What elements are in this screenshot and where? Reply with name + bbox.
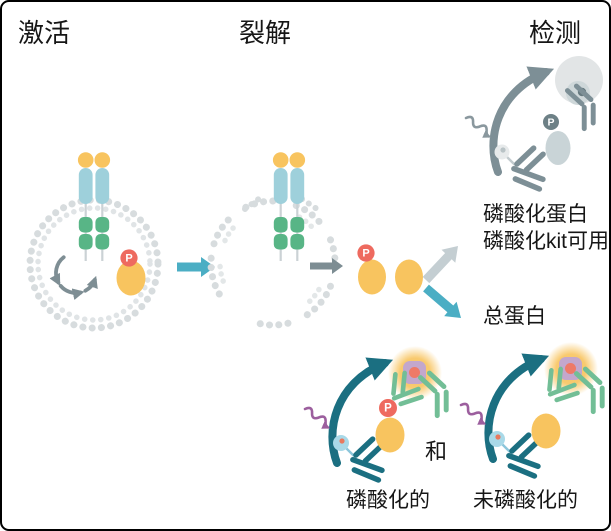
squiggle-arrow-icon xyxy=(303,406,331,429)
label-total-protein: 总蛋白 xyxy=(483,305,546,328)
signaling-cycle-arrows xyxy=(49,255,98,300)
detection-scene-colorP: P xyxy=(303,346,449,483)
p-badge-label: P xyxy=(125,253,132,265)
membrane-fragment xyxy=(207,253,223,298)
squiggle-arrow-icon xyxy=(459,402,487,425)
protein-oval-icon xyxy=(531,413,561,449)
membrane-fragment xyxy=(222,220,241,244)
activated-cell: P xyxy=(26,152,162,332)
header-lysis: 裂解 xyxy=(239,18,292,48)
membrane-fragment xyxy=(242,197,286,211)
cell-membrane-ring xyxy=(26,196,162,332)
squiggle-arrow-icon xyxy=(464,115,492,138)
protein-oval-icon xyxy=(116,260,146,296)
target-cell-icon xyxy=(555,56,603,105)
membrane-fragment xyxy=(327,236,339,278)
antibody-icon xyxy=(547,366,580,403)
curved-arrow-icon xyxy=(489,66,555,176)
protein-oval-icon xyxy=(545,131,571,165)
label-phosphorylated: 磷酸化的 xyxy=(346,489,430,512)
label-and: 和 xyxy=(425,439,448,464)
protein-oval-icon xyxy=(395,259,423,295)
header-activation: 激活 xyxy=(18,18,71,48)
receptor-icon xyxy=(77,152,111,261)
detection-bead-icon xyxy=(333,435,355,457)
p-badge-label: P xyxy=(362,248,369,260)
membrane-fragment xyxy=(217,262,226,284)
curved-arrow-icon xyxy=(328,357,394,467)
membrane-fragment xyxy=(302,282,334,320)
antibody-icon xyxy=(417,370,449,419)
lysed-cell xyxy=(207,152,339,329)
protein-oval-icon xyxy=(358,259,386,295)
membrane-fragment xyxy=(250,318,292,329)
step-arrow-detect xyxy=(310,258,343,274)
p-badge: P xyxy=(357,244,375,262)
branch-arrow-phospho xyxy=(422,246,458,284)
antibody-icon xyxy=(564,83,596,132)
detection-scene-gray: P xyxy=(464,56,603,192)
receptor-icon xyxy=(272,152,306,261)
protein-oval-icon xyxy=(375,417,405,453)
antibody-icon xyxy=(573,366,605,415)
antibody-icon xyxy=(506,432,541,479)
membrane-fragment xyxy=(304,286,322,307)
label-phospho-kit: 磷酸化kit可用 xyxy=(483,230,609,253)
curved-arrow-icon xyxy=(484,353,550,463)
detection-scene-color xyxy=(459,342,605,479)
antibody-icon xyxy=(511,145,546,192)
membrane-fragment xyxy=(210,210,239,248)
lysate-proteins: P xyxy=(357,244,423,295)
cell-membrane-inner-ring xyxy=(35,205,153,323)
label-phospho-protein: 磷酸化蛋白 xyxy=(483,203,588,226)
membrane-fragment xyxy=(299,196,320,212)
p-badge: P xyxy=(379,399,397,417)
p-badge: P xyxy=(543,114,559,130)
detection-bead-icon xyxy=(489,431,511,453)
p-badge: P xyxy=(120,249,138,267)
p-badge-label: P xyxy=(384,403,392,415)
header-detection: 检测 xyxy=(529,18,582,48)
membrane-fragment xyxy=(242,195,263,212)
step-arrow-lysis xyxy=(177,257,215,277)
label-unphosphorylated: 未磷酸化的 xyxy=(473,489,578,512)
antibody-icon xyxy=(350,436,385,483)
branch-arrow-total xyxy=(423,284,461,318)
antibody-icon xyxy=(391,370,424,407)
p-badge-label: P xyxy=(547,117,554,129)
detection-bead-icon xyxy=(494,144,516,166)
